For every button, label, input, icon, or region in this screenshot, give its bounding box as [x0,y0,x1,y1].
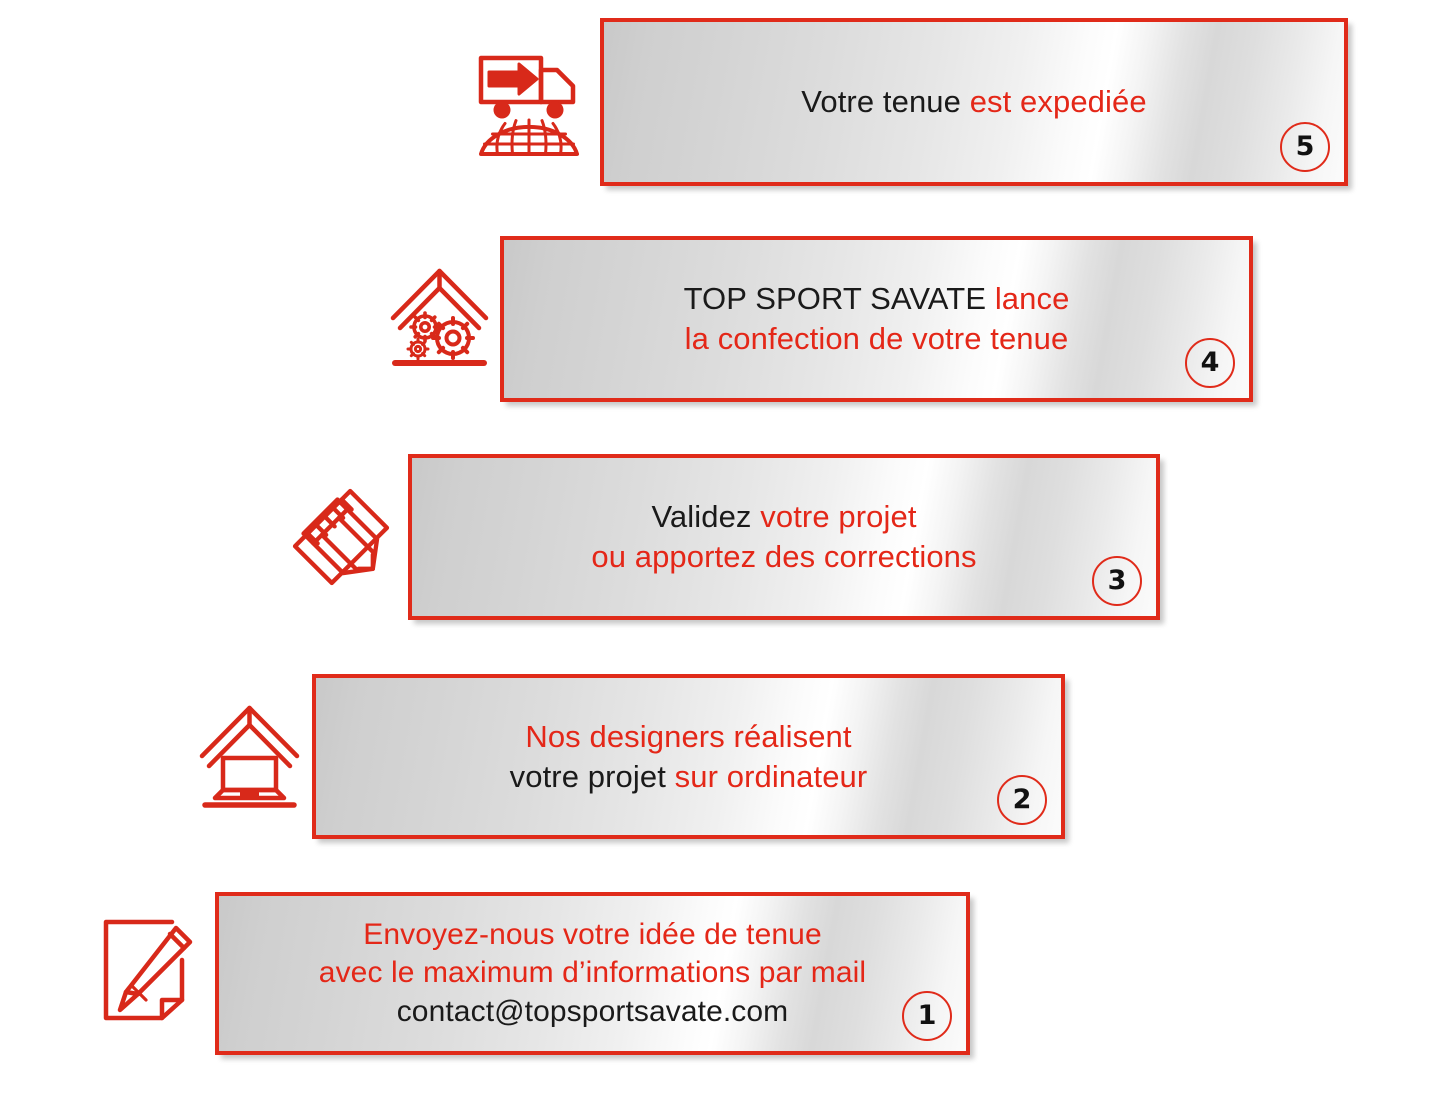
step-text-3: Validez votre projet ou apportez des cor… [591,497,976,576]
document-pencil-icon [98,914,202,1026]
step-panel-5[interactable]: Votre tenue est expediée 5 [600,18,1348,186]
step-panel-4[interactable]: TOP SPORT SAVATE lance la confection de … [500,236,1253,402]
text-segment: TOP SPORT SAVATE [683,281,995,317]
text-segment: Validez [651,499,761,535]
text-segment: la confection de votre tenue [684,321,1069,356]
step-number-badge-5: 5 [1280,122,1330,172]
step-number-badge-1: 1 [902,991,952,1041]
step-text-2: Nos designers réalisent votre projet sur… [510,717,868,796]
step-number: 5 [1295,131,1315,162]
step-text-5: Votre tenue est expediée [801,82,1146,122]
step-line: votre projet sur ordinateur [510,757,868,797]
step-line: TOP SPORT SAVATE lance [684,279,1070,319]
step-line: Votre tenue est expediée [801,82,1146,122]
text-segment: Envoyez-nous votre idée de tenue [363,917,822,951]
ruler-pencil-cross-icon [287,482,395,592]
step-line: Nos designers réalisent [510,717,868,757]
step-number-badge-3: 3 [1092,556,1142,606]
text-segment: sur ordinateur [674,758,868,794]
step-text-4: TOP SPORT SAVATE lance la confection de … [684,279,1070,358]
step-number-badge-4: 4 [1185,338,1235,388]
text-segment: avec le maximum d’informations par mail [318,956,867,990]
step-number: 2 [1012,784,1032,815]
step-line: avec le maximum d’informations par mail [319,954,866,992]
delivery-truck-globe-icon [475,48,583,160]
step-number: 3 [1107,565,1127,596]
step-panel-2[interactable]: Nos designers réalisent votre projet sur… [312,674,1065,839]
text-segment: votre projet [509,758,675,794]
text-segment: ou apportez des corrections [591,539,977,574]
text-segment: est expediée [969,84,1147,120]
step-line: la confection de votre tenue [684,319,1070,359]
text-segment: Votre tenue [801,84,970,120]
text-segment: Nos designers réalisent [525,718,852,754]
step-line: Envoyez-nous votre idée de tenue [319,916,866,954]
step-line: ou apportez des corrections [591,537,976,577]
step-number: 4 [1200,347,1220,378]
step-text-1: Envoyez-nous votre idée de tenue avec le… [319,916,866,1031]
step-panel-3[interactable]: Validez votre projet ou apportez des cor… [408,454,1160,620]
contact-email[interactable]: contact@topsportsavate.com [396,994,789,1028]
roof-laptop-icon [197,700,302,810]
step-number-badge-2: 2 [997,775,1047,825]
text-segment: votre projet [760,499,917,535]
step-line: Validez votre projet [591,497,976,537]
step-panel-1[interactable]: Envoyez-nous votre idée de tenue avec le… [215,892,970,1055]
step-line: contact@topsportsavate.com [319,993,866,1031]
factory-roof-gears-icon [387,262,492,374]
step-number: 1 [917,1000,937,1031]
text-segment: lance [994,281,1070,317]
